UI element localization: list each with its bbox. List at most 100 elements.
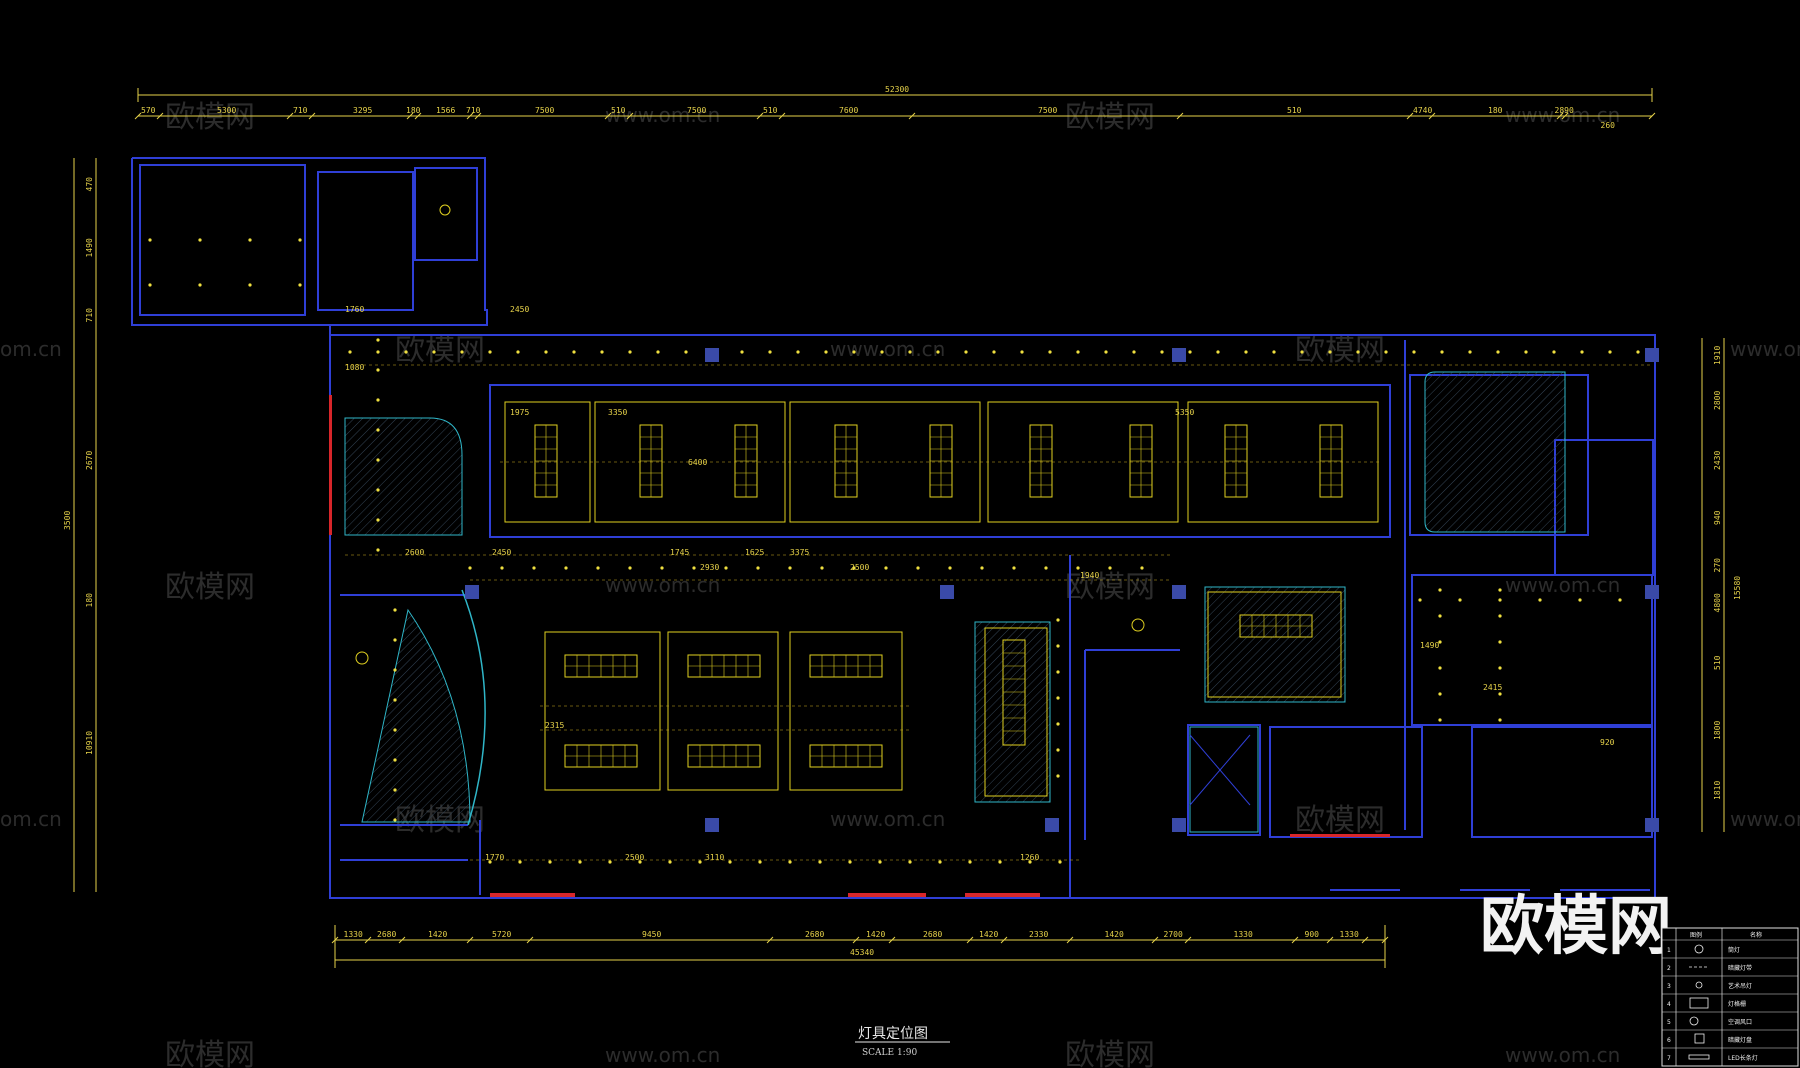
downlight-symbol — [1694, 944, 1704, 954]
legend-row-number: 5 — [1667, 1019, 1671, 1026]
downlight-dot — [1498, 598, 1502, 602]
downlight-dot — [578, 860, 582, 864]
right-dim-label: 1810 — [1713, 781, 1722, 800]
guide-lines — [345, 364, 1650, 861]
dim-tick — [852, 936, 860, 944]
legend-header-name: 名称 — [1750, 931, 1762, 939]
watermark-url: www.om.cn — [1505, 1043, 1620, 1067]
downlight-dot — [376, 398, 380, 402]
downlight-dot — [968, 860, 972, 864]
top-dim-label: 510 — [611, 106, 626, 115]
interior-dim-label: 2415 — [1483, 683, 1502, 692]
dim-tick — [1406, 112, 1414, 120]
downlight-dot — [298, 283, 302, 287]
top-dim-label: 260 — [1601, 121, 1616, 130]
downlight-dot — [728, 860, 732, 864]
panel-symbol — [1694, 1033, 1705, 1044]
interior-dim-label: 2500 — [850, 563, 869, 572]
top-dim-label: 7500 — [1038, 106, 1057, 115]
watermark-url: www.om.cn — [1730, 807, 1800, 831]
bottom-dim-label: 2700 — [1164, 930, 1183, 939]
downlight-dot — [393, 818, 397, 822]
grille-lights — [534, 424, 1343, 768]
downlight-dot — [376, 428, 380, 432]
downlight-dot — [684, 350, 688, 354]
watermark-url: www.om.cn — [830, 807, 945, 831]
downlight-dot — [1498, 666, 1502, 670]
dim-tick — [466, 112, 474, 120]
watermark-brand: 欧模网 — [1295, 803, 1385, 838]
top-dim-label: 7600 — [839, 106, 858, 115]
top-dim-label: 7500 — [687, 106, 706, 115]
downlight-dot — [852, 350, 856, 354]
downlight-dot — [376, 368, 380, 372]
downlight-dot — [1384, 350, 1388, 354]
columns — [465, 348, 1659, 832]
watermarks: 欧模网 www.om.cn 欧模网 www.om.cn om.cn 欧模网 ww… — [0, 100, 1800, 1068]
downlight-dot — [668, 860, 672, 864]
dim-tick — [908, 112, 916, 120]
downlight-dot — [596, 566, 600, 570]
bottom-dim-label: 2680 — [805, 930, 824, 939]
downlight-dot — [768, 350, 772, 354]
bottom-dim-label: 1420 — [979, 930, 998, 939]
downlight-dot — [488, 860, 492, 864]
downlight-dot — [518, 860, 522, 864]
downlight-dot — [572, 350, 576, 354]
dim-tick — [1648, 112, 1656, 120]
downlight-dot — [698, 860, 702, 864]
right-dim-label: 510 — [1713, 655, 1722, 670]
downlight-dot — [393, 668, 397, 672]
dim-tick — [1428, 112, 1436, 120]
dim-tick — [134, 112, 142, 120]
downlight-dot — [1132, 350, 1136, 354]
downlight-dot — [852, 566, 856, 570]
watermark-url: www.om.cn — [1505, 103, 1620, 127]
watermark-brand: 欧模网 — [165, 1038, 255, 1068]
interior-dim-label: 1940 — [1080, 571, 1099, 580]
dim-tick — [966, 936, 974, 944]
interior-dim-label: 1625 — [745, 548, 764, 557]
legend-header-symbol: 图例 — [1690, 931, 1702, 939]
watermark-url: www.om.cn — [605, 1043, 720, 1067]
downlight-dot — [1104, 350, 1108, 354]
right-dim-label: 2800 — [1713, 391, 1722, 410]
right-dim-label: 4800 — [1713, 593, 1722, 612]
watermark-url: om.cn — [0, 807, 62, 831]
downlight-dot — [998, 860, 1002, 864]
downlight-dot — [1328, 350, 1332, 354]
downlight-dot — [1056, 696, 1060, 700]
downlight-dot — [796, 350, 800, 354]
dim-tick — [1326, 936, 1334, 944]
interior-dim-label: 1975 — [510, 408, 529, 417]
downlight-dot — [908, 860, 912, 864]
top-dim-label: 710 — [293, 106, 308, 115]
downlight-dot — [432, 350, 436, 354]
dim-tick — [331, 936, 339, 944]
left-dim-label: 180 — [85, 593, 94, 608]
downlight-dot — [1636, 350, 1640, 354]
dim-tick — [286, 112, 294, 120]
downlight-dot — [1438, 692, 1442, 696]
downlight-dot — [298, 238, 302, 242]
downlight-dot — [628, 566, 632, 570]
brand-logo: 欧模网 — [1480, 890, 1672, 964]
top-dim-label: 180 — [406, 106, 421, 115]
bottom-dim-label: 2330 — [1029, 930, 1048, 939]
legend-row-name: 艺术吊灯 — [1728, 982, 1752, 990]
dim-overall-left: 3500 — [63, 511, 72, 530]
legend-row-name: LED长条灯 — [1728, 1054, 1758, 1062]
dim-tick — [308, 112, 316, 120]
downlight-dot — [638, 860, 642, 864]
watermark-url: om.cn — [0, 337, 62, 361]
watermark-brand: 欧模网 — [1065, 1038, 1155, 1068]
legend-row-name: 暗藏灯盘 — [1728, 1036, 1752, 1044]
top-dim-label: 3295 — [353, 106, 372, 115]
dim-tick — [766, 936, 774, 944]
dim-tick — [1381, 936, 1389, 944]
right-dim-label: 940 — [1713, 510, 1722, 525]
